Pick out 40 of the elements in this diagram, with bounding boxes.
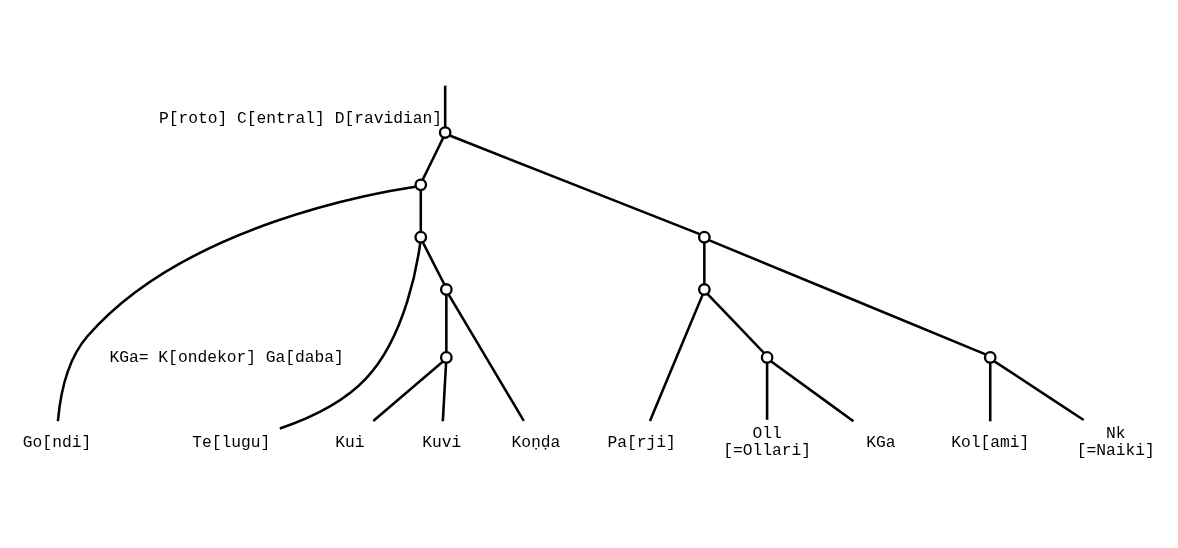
node-circle: [438, 125, 452, 139]
node-text: Te[lugu]: [192, 432, 271, 452]
node-circle: [439, 350, 453, 364]
node-text: Kol[ami]: [951, 432, 1030, 452]
node-circle: [697, 230, 711, 244]
node-text: Kuvi: [422, 432, 462, 452]
connector: [56, 184, 416, 421]
node-circle: [760, 350, 774, 364]
connector: [703, 242, 706, 284]
connector: [449, 133, 701, 235]
connector: [770, 359, 855, 422]
connector: [441, 362, 448, 421]
connector: [993, 359, 1085, 421]
connector: [447, 293, 525, 422]
node-text: Nk [=Naiki]: [1076, 423, 1155, 460]
connector: [372, 360, 444, 422]
node-circle: [414, 177, 428, 191]
connector: [988, 362, 992, 421]
node-text: Oll [=Ollari]: [723, 423, 812, 460]
connector: [445, 294, 448, 352]
node-circle: [983, 350, 997, 364]
node-text: Go[ndi]: [22, 432, 92, 452]
node-text: Koṇḍa: [511, 432, 561, 452]
connector: [708, 238, 987, 355]
node-text: Kui: [335, 432, 365, 452]
connector: [648, 293, 704, 422]
connector: [706, 292, 765, 354]
node-text: KGa: [866, 432, 896, 452]
connector: [419, 189, 423, 232]
connector: [443, 85, 447, 127]
connector: [421, 136, 445, 180]
label: KGa= K[ondekor] Ga[daba]: [109, 347, 344, 367]
node-label: P[roto] C[entral] D[ravidian]: [158, 108, 443, 128]
connector: [279, 242, 422, 430]
node-text: Pa[rji]: [607, 432, 676, 452]
node-circle: [697, 282, 711, 296]
connector: [421, 241, 446, 285]
connector: [765, 362, 769, 420]
node-circle: [414, 230, 428, 244]
node-circle: [439, 282, 453, 296]
